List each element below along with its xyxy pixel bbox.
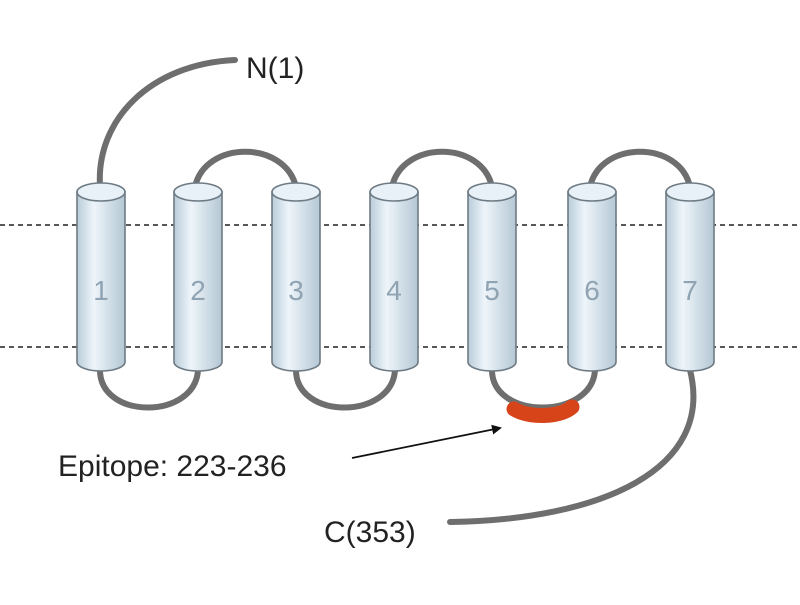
loops: [96, 57, 697, 525]
helix-body: [76, 191, 126, 372]
helix-label: 4: [386, 275, 402, 306]
helix-label: 2: [190, 275, 206, 306]
epitope-marker: [506, 399, 580, 423]
helix-top-cap: [173, 182, 223, 202]
helix-label: 7: [682, 275, 698, 306]
n-terminus-label: N(1): [246, 52, 304, 85]
c-terminus-label: C(353): [324, 516, 416, 549]
helix-body: [173, 191, 223, 372]
transmembrane-helices: 1 2 3 4 5 6 7: [76, 182, 715, 372]
helix-top-cap: [369, 182, 419, 202]
helix-body: [369, 191, 419, 372]
helix-4: 4: [369, 182, 419, 372]
helix-body: [467, 191, 517, 372]
epitope-label: Epitope: 223-236: [58, 450, 287, 483]
helix-2: 2: [173, 182, 223, 372]
helix-label: 5: [484, 275, 500, 306]
helix-7: 7: [665, 182, 715, 372]
n-terminal-tail: [96, 57, 238, 189]
loop-extracellular-2: [389, 148, 495, 190]
helix-3: 3: [271, 182, 321, 372]
helix-body: [567, 191, 617, 372]
loop-intracellular-1: [97, 367, 201, 411]
helix-body: [271, 191, 321, 372]
helix-top-cap: [467, 182, 517, 202]
helix-top-cap: [567, 182, 617, 202]
helix-top-cap: [665, 182, 715, 202]
helix-top-cap: [76, 182, 126, 202]
helix-top-cap: [271, 182, 321, 202]
loop-intracellular-2: [293, 367, 398, 411]
epitope-arrow: [351, 424, 502, 459]
helix-label: 6: [584, 275, 600, 306]
c-terminal-tail: [447, 367, 697, 525]
loop-extracellular-1: [192, 148, 299, 190]
helix-6: 6: [567, 182, 617, 372]
loop-extracellular-3: [587, 148, 693, 190]
helix-5: 5: [467, 182, 517, 372]
helix-1: 1: [76, 182, 126, 372]
helix-label: 1: [93, 275, 109, 306]
loop-intracellular-3: [489, 367, 598, 411]
helix-label: 3: [288, 275, 304, 306]
helix-body: [665, 191, 715, 372]
